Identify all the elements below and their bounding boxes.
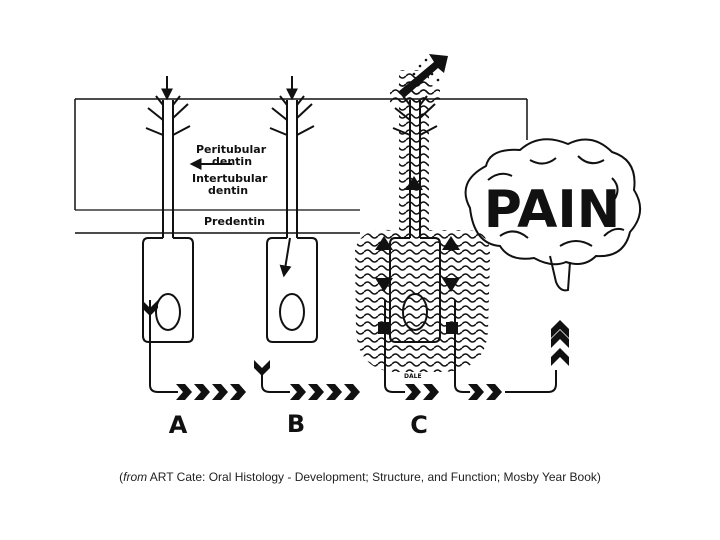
- chevron-c2-2: [486, 384, 502, 400]
- chevron-up-1: [551, 348, 569, 366]
- odontoblast-unit-b: [266, 95, 318, 343]
- chevron-a-2: [194, 384, 210, 400]
- artist-signature: DALE: [404, 373, 422, 380]
- chevron-up-2: [551, 330, 569, 348]
- chevron-a-3: [212, 384, 228, 400]
- chevron-b-3: [326, 384, 342, 400]
- caption-citation: ART Cate: Oral Histology - Development; …: [149, 470, 601, 484]
- fluid-arrows: [375, 176, 460, 334]
- chevron-a-down: [142, 300, 158, 316]
- chevron-c2-1: [468, 384, 484, 400]
- peritubular-label-line1: Peritubular: [196, 143, 267, 156]
- caption-open-paren: (: [119, 470, 124, 484]
- peritubular-label-line2: dentin: [212, 155, 252, 168]
- nerve-paths: [149, 300, 557, 393]
- stimulus-spray: [398, 54, 448, 98]
- chevron-c-2: [423, 384, 439, 400]
- source-caption: (from ART Cate: Oral Histology - Develop…: [0, 470, 720, 484]
- dentin-block: [74, 98, 528, 234]
- predentin-label: Predentin: [204, 215, 265, 228]
- intertubular-label-line2: dentin: [208, 184, 248, 197]
- chevron-b-4: [344, 384, 360, 400]
- chevron-a-1: [176, 384, 192, 400]
- chevron-a-4: [230, 384, 246, 400]
- chevron-c-1: [405, 384, 421, 400]
- chevron-up-3: [551, 320, 569, 338]
- caption-from: from: [123, 470, 148, 484]
- panel-c-label: C: [410, 411, 428, 439]
- pain-label: PAIN: [484, 180, 620, 240]
- odontoblast-unit-c: [389, 95, 441, 343]
- brain-illustration: [464, 138, 641, 292]
- chevron-b-down: [254, 360, 270, 376]
- odontoblast-unit-a: [142, 95, 194, 343]
- chevron-b-2: [308, 384, 324, 400]
- panel-b-label: B: [287, 410, 305, 438]
- fluid-movement-region: [355, 70, 491, 372]
- diagram-labels: Peritubular dentin Intertubular dentin P…: [169, 143, 621, 439]
- intertubular-label-line1: Intertubular: [192, 172, 268, 185]
- panel-a-label: A: [169, 411, 188, 439]
- stimulus-arrows: [161, 76, 298, 278]
- chevron-b-1: [290, 384, 306, 400]
